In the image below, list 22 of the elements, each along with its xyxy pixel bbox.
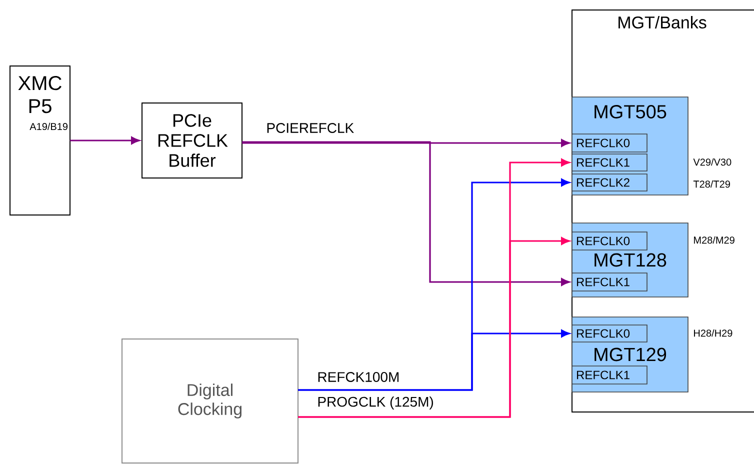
edge-label: REFCK100M <box>318 372 399 382</box>
refclk-box: REFCLK0 <box>572 232 648 250</box>
clocking-box: Digital Clocking <box>122 338 298 464</box>
refclk-box: REFCLK0 <box>572 134 648 152</box>
pin-label: M28/M29 <box>694 236 734 244</box>
edge-label: PCIEREFCLK <box>267 123 354 133</box>
refclk-box: REFCLK2 <box>572 174 648 192</box>
refclk-box: REFCLK1 <box>572 272 648 292</box>
refclk-box: REFCLK1 <box>572 366 648 384</box>
arrow <box>242 139 570 147</box>
pin-label: H28/H29 <box>694 329 732 337</box>
arrow <box>70 136 140 144</box>
refclk-box: REFCLK1 <box>572 154 648 172</box>
arrow <box>298 330 570 391</box>
arrow <box>298 237 570 418</box>
edge-label: PROGCLK (125M) <box>318 396 434 410</box>
arrow <box>242 141 570 286</box>
pin-label: T28/T29 <box>693 180 730 188</box>
buffer-box: PCIe REFCLK Buffer <box>142 102 242 178</box>
connector-box: XMC P5 A19/B19 <box>10 66 70 216</box>
refclk-box: REFCLK0 <box>572 324 648 342</box>
pin-label: V29/V30 <box>693 158 732 166</box>
